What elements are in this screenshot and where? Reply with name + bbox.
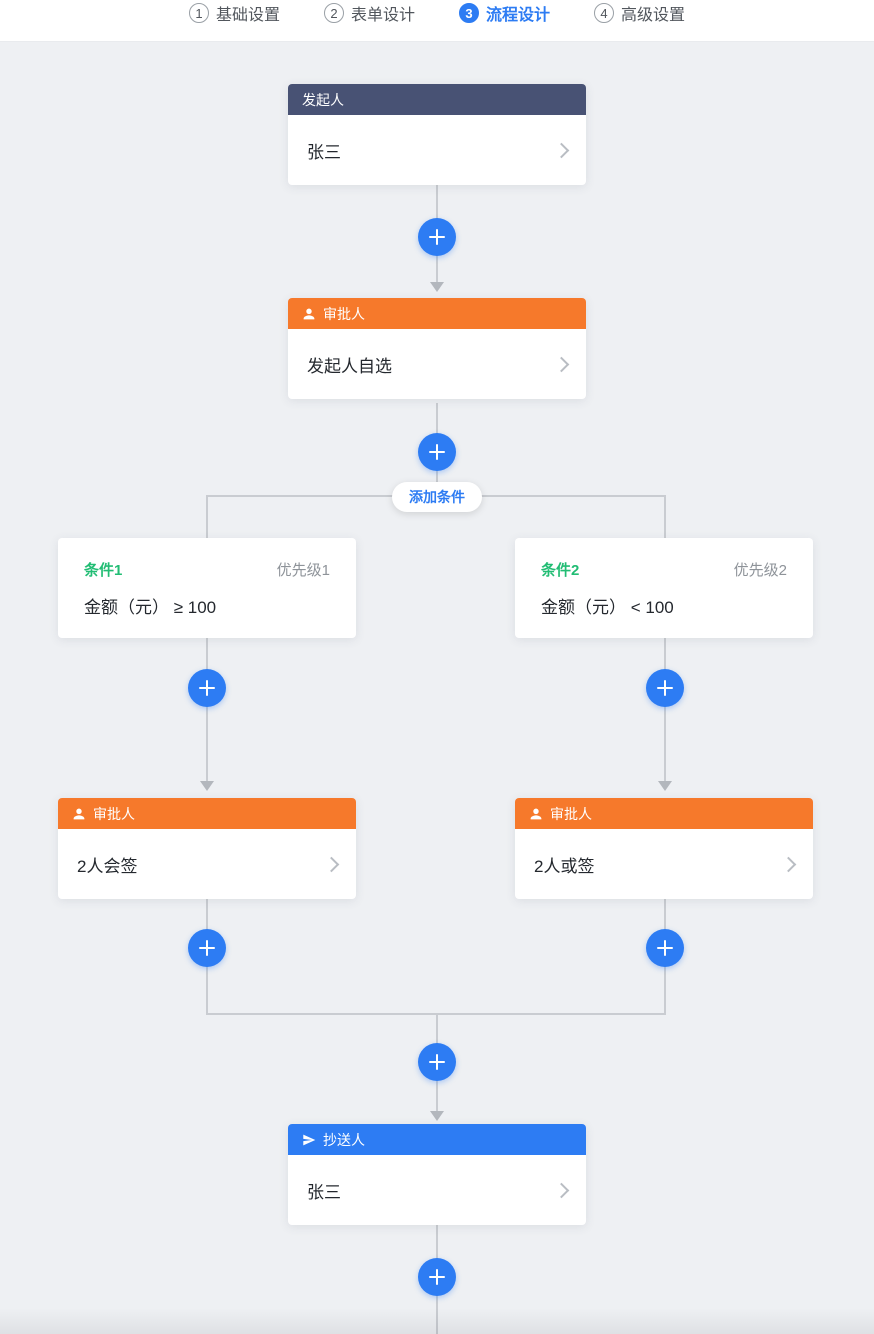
plus-icon xyxy=(429,229,445,245)
approver-node-header: 审批人 xyxy=(58,798,356,829)
approver-node-branch-1[interactable]: 审批人 2人会签 xyxy=(58,798,356,899)
approver-node-body[interactable]: 2人会签 xyxy=(58,829,356,899)
approver-value: 发起人自选 xyxy=(307,356,392,376)
nav-step-label: 基础设置 xyxy=(215,7,280,24)
node-header-label: 审批人 xyxy=(323,305,365,322)
add-node-button[interactable] xyxy=(188,669,226,707)
nav-step-label: 高级设置 xyxy=(621,7,686,24)
plus-icon xyxy=(657,940,673,956)
arrow-down-icon xyxy=(200,781,214,791)
chevron-right-icon xyxy=(553,356,570,372)
add-node-button[interactable] xyxy=(418,1043,456,1081)
approver-node-body[interactable]: 发起人自选 xyxy=(288,329,586,399)
nav-step-basic-settings[interactable]: 1 基础设置 xyxy=(188,1,280,25)
node-header-label: 审批人 xyxy=(93,805,135,822)
nav-step-process-design[interactable]: 3 流程设计 xyxy=(459,1,550,25)
add-node-button[interactable] xyxy=(646,929,684,967)
add-node-button[interactable] xyxy=(188,929,226,967)
condition-expression: 金额（元） < 100 xyxy=(541,598,674,617)
nav-step-label: 流程设计 xyxy=(486,7,551,24)
workflow-canvas: 发起人 张三 审批人 发起人自选 添加条件 条件1 优先级1 xyxy=(0,42,874,1334)
cc-node-header: 抄送人 xyxy=(288,1124,586,1155)
chevron-right-icon xyxy=(323,856,340,872)
condition-priority: 优先级2 xyxy=(733,562,787,579)
node-header-label: 发起人 xyxy=(302,91,344,108)
plus-icon xyxy=(199,680,215,696)
person-icon xyxy=(302,307,316,321)
step-number-badge: 4 xyxy=(594,3,615,23)
nav-step-form-design[interactable]: 2 表单设计 xyxy=(323,1,415,25)
condition-title: 条件1 xyxy=(84,562,123,579)
condition-priority: 优先级1 xyxy=(276,562,330,579)
chevron-right-icon xyxy=(553,1182,570,1198)
approver-node-branch-2[interactable]: 审批人 2人或签 xyxy=(515,798,813,899)
plus-icon xyxy=(429,1269,445,1285)
initiator-node[interactable]: 发起人 张三 xyxy=(288,84,586,185)
nav-step-advanced-settings[interactable]: 4 高级设置 xyxy=(594,1,685,25)
approver-value: 2人或签 xyxy=(534,856,595,876)
condition-title-row: 条件1 优先级1 xyxy=(84,559,330,580)
approver-value: 2人会签 xyxy=(77,856,138,876)
connector-line xyxy=(664,638,666,783)
add-node-button[interactable] xyxy=(418,433,456,471)
person-icon xyxy=(72,807,86,821)
arrow-down-icon xyxy=(430,282,444,292)
add-node-button[interactable] xyxy=(646,669,684,707)
nav-step-label: 表单设计 xyxy=(350,7,415,24)
condition-expression: 金额（元） ≥ 100 xyxy=(84,598,217,617)
step-number-badge: 1 xyxy=(188,3,209,23)
step-number-badge: 3 xyxy=(459,3,479,23)
initiator-value: 张三 xyxy=(307,142,341,162)
cc-value: 张三 xyxy=(307,1182,341,1202)
initiator-node-body[interactable]: 张三 xyxy=(288,115,586,185)
add-node-button[interactable] xyxy=(418,1258,456,1296)
node-header-label: 抄送人 xyxy=(323,1131,365,1148)
condition-title: 条件2 xyxy=(541,562,580,579)
person-icon xyxy=(529,807,543,821)
approver-node-header: 审批人 xyxy=(515,798,813,829)
connector-line xyxy=(206,495,208,538)
add-condition-button[interactable]: 添加条件 xyxy=(392,482,482,512)
chevron-right-icon xyxy=(553,142,570,158)
condition-node-1[interactable]: 条件1 优先级1 金额（元） ≥ 100 xyxy=(58,538,356,638)
cc-node-body[interactable]: 张三 xyxy=(288,1155,586,1225)
approver-node-body[interactable]: 2人或签 xyxy=(515,829,813,899)
connector-line xyxy=(664,495,666,538)
plus-icon xyxy=(429,444,445,460)
chevron-right-icon xyxy=(780,856,797,872)
plus-icon xyxy=(199,940,215,956)
send-icon xyxy=(302,1133,316,1147)
arrow-down-icon xyxy=(658,781,672,791)
add-node-button[interactable] xyxy=(418,218,456,256)
plus-icon xyxy=(657,680,673,696)
approver-node-first[interactable]: 审批人 发起人自选 xyxy=(288,298,586,399)
cc-node[interactable]: 抄送人 张三 xyxy=(288,1124,586,1225)
approver-node-header: 审批人 xyxy=(288,298,586,329)
step-number-badge: 2 xyxy=(323,3,344,23)
connector-line xyxy=(206,638,208,783)
node-header-label: 审批人 xyxy=(550,805,592,822)
initiator-node-header: 发起人 xyxy=(288,84,586,115)
arrow-down-icon xyxy=(430,1111,444,1121)
step-nav: 1 基础设置 2 表单设计 3 流程设计 4 高级设置 xyxy=(0,0,874,42)
plus-icon xyxy=(429,1054,445,1070)
condition-title-row: 条件2 优先级2 xyxy=(541,559,787,580)
condition-node-2[interactable]: 条件2 优先级2 金额（元） < 100 xyxy=(515,538,813,638)
